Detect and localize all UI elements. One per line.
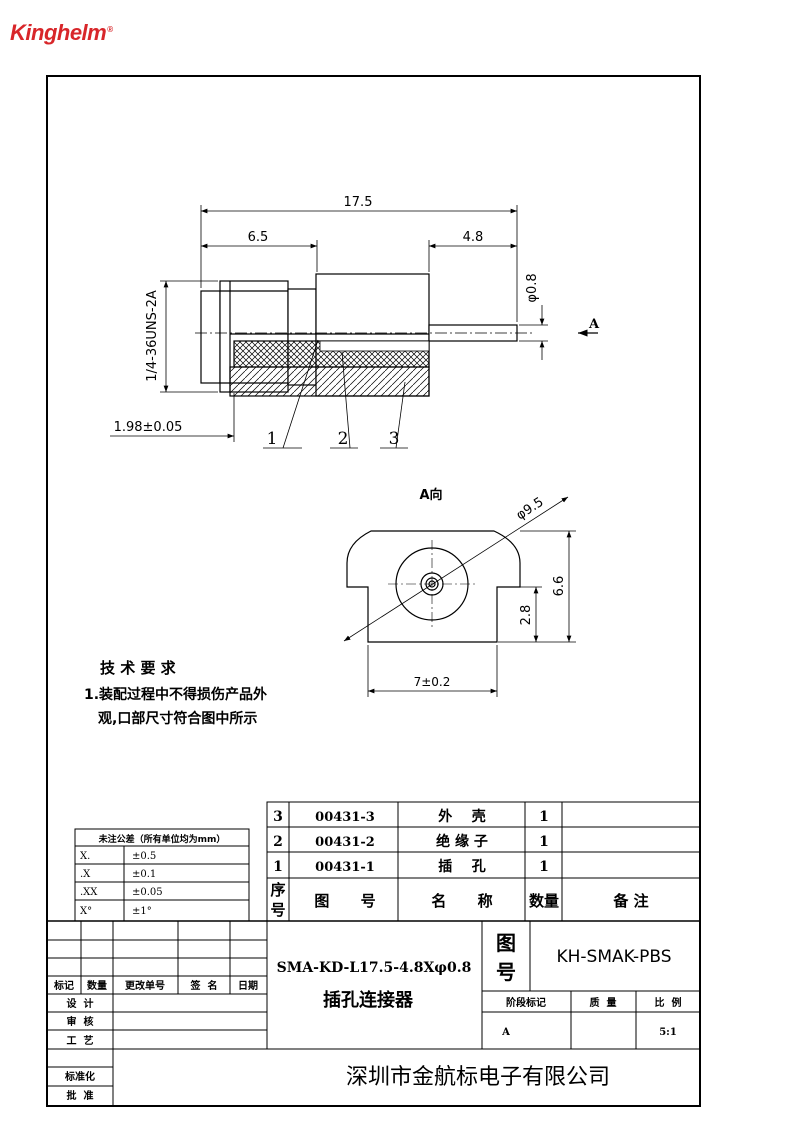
callout-3: 3 xyxy=(389,429,400,449)
view-a-title: A向 xyxy=(419,487,442,503)
dim-pin-diameter: φ0.8 xyxy=(525,273,540,302)
tolerance-val-1: ±0.1 xyxy=(132,869,156,880)
bom-qty-0: 1 xyxy=(539,809,549,825)
dim-left-length: 6.5 xyxy=(248,230,269,245)
requirements-line-1: 1.装配过程中不得损伤产品外 xyxy=(84,686,267,703)
drawing-no-label-1: 图 xyxy=(496,931,516,955)
sign-design: 设 计 xyxy=(67,997,94,1010)
tolerance-key-0: X. xyxy=(80,851,90,862)
tolerance-val-0: ±0.5 xyxy=(132,851,156,862)
bom-no-2: 1 xyxy=(273,859,283,875)
dim-total-length: 17.5 xyxy=(344,195,373,210)
callout-2: 2 xyxy=(338,429,349,449)
stage-value: A xyxy=(501,1027,510,1038)
scale-label: 比 例 xyxy=(655,996,682,1009)
sign-review: 审 核 xyxy=(67,1015,94,1028)
bom-header-no-2: 号 xyxy=(270,901,285,919)
rev-header-sign: 签 名 xyxy=(190,979,218,992)
bom-no-0: 3 xyxy=(273,809,283,825)
bom-header-code: 图 号 xyxy=(314,892,375,910)
mass-label: 质 量 xyxy=(590,996,617,1009)
stage-label: 阶段标记 xyxy=(506,996,546,1009)
bom-name-1: 绝 缘 子 xyxy=(436,833,488,850)
kinghelm-logo: Kinghelm® xyxy=(10,20,113,46)
tolerance-key-1: .X xyxy=(80,869,91,880)
callout-1: 1 xyxy=(267,429,278,449)
drawing-frame xyxy=(46,75,701,1107)
bom-qty-2: 1 xyxy=(539,859,549,875)
dim-height-total: 6.6 xyxy=(552,576,567,597)
bom-code-2: 00431-1 xyxy=(315,860,375,875)
bom-header-note: 备 注 xyxy=(612,892,648,910)
dim-width: 7±0.2 xyxy=(414,675,451,689)
tolerance-val-2: ±0.05 xyxy=(132,887,163,898)
scale-value: 5:1 xyxy=(659,1027,677,1038)
company-name: 深圳市金航标电子有限公司 xyxy=(346,1065,610,1090)
tolerance-table xyxy=(74,828,250,922)
bom-name-2: 插 孔 xyxy=(438,858,486,875)
bom-qty-1: 1 xyxy=(539,834,549,850)
requirements-line-2: 观,口部尺寸符合图中所示 xyxy=(98,710,257,727)
tolerance-val-3: ±1° xyxy=(132,906,152,917)
bom-header-name: 名 称 xyxy=(431,892,492,910)
rev-header-mark: 标记 xyxy=(53,979,74,992)
connector-front-view xyxy=(346,530,521,643)
dim-height-lower: 2.8 xyxy=(519,605,534,626)
tolerance-key-2: .XX xyxy=(80,887,98,898)
bom-code-1: 00431-2 xyxy=(315,835,375,850)
dim-offset: 1.98±0.05 xyxy=(114,420,183,435)
requirements-title: 技 术 要 求 xyxy=(100,659,177,677)
view-arrow-label: A xyxy=(588,317,600,332)
part-name: 插孔连接器 xyxy=(323,989,414,1011)
registered-mark: ® xyxy=(107,24,113,34)
bom-header-qty: 数量 xyxy=(529,892,559,910)
sign-process: 工 艺 xyxy=(67,1034,94,1047)
dim-face-diameter: φ9.5 xyxy=(514,495,547,524)
rev-header-qty: 数量 xyxy=(87,979,107,992)
dim-pin-length: 4.8 xyxy=(463,230,484,245)
front-dimensions xyxy=(343,496,576,697)
part-number: SMA-KD-L17.5-4.8Xφ0.8 xyxy=(277,960,472,976)
drawing-no-label-2: 号 xyxy=(496,960,516,984)
bom-no-1: 2 xyxy=(273,834,283,850)
bom-code-0: 00431-3 xyxy=(315,810,375,825)
tolerance-key-3: X° xyxy=(80,906,92,917)
tolerance-title: 未注公差（所有单位均为mm） xyxy=(98,833,226,845)
connector-side-view xyxy=(195,273,532,397)
sign-approve: 批 准 xyxy=(67,1089,94,1102)
rev-header-date: 日期 xyxy=(238,979,258,992)
title-block-grid xyxy=(47,920,700,1105)
drawing-no: KH-SMAK-PBS xyxy=(556,947,671,967)
sign-standard: 标准化 xyxy=(64,1070,95,1083)
rev-header-change: 更改单号 xyxy=(125,979,165,992)
bom-header-no-1: 序 xyxy=(270,881,285,899)
side-dimensions xyxy=(110,205,598,449)
bom-name-0: 外 壳 xyxy=(438,808,486,825)
brand-name: Kinghelm xyxy=(10,20,107,45)
dim-thread: 1/4-36UNS-2A xyxy=(145,290,160,382)
